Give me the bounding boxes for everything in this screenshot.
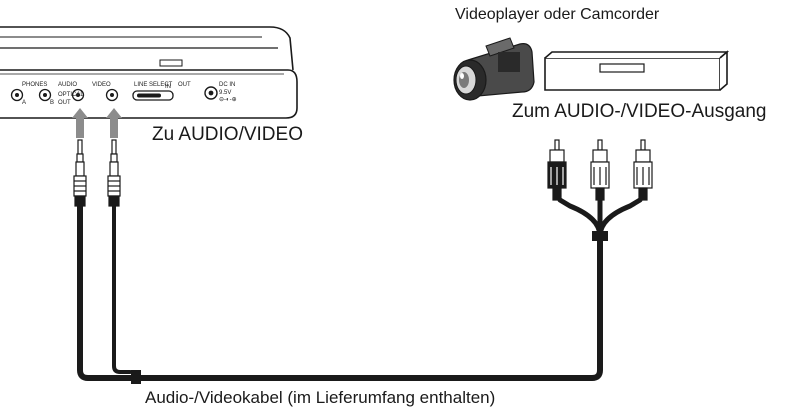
cable-branch-left xyxy=(557,197,603,239)
rca-plug-middle xyxy=(590,139,610,201)
connection-arrows xyxy=(72,108,122,138)
mini-plug-audio xyxy=(73,139,87,207)
rca-plug-right xyxy=(633,139,653,201)
player-lid-outline xyxy=(0,26,294,71)
phones-jack-a-core xyxy=(15,93,19,97)
output-jack-label: Zum AUDIO-/VIDEO-Ausgang xyxy=(512,101,767,122)
phones-label: PHONES xyxy=(22,82,47,88)
optical-out-label: OUT xyxy=(58,100,71,106)
cable-branch-right xyxy=(597,197,643,239)
voltage-label: 9.5V xyxy=(219,90,231,96)
input-jack-label: Zu AUDIO/VIDEO xyxy=(152,124,303,145)
audio-jack-core xyxy=(76,93,80,97)
phones-b-label: B xyxy=(50,100,54,106)
cable-splitter xyxy=(592,231,608,241)
dc-in-jack-core xyxy=(208,90,214,96)
video-jack-core xyxy=(110,93,114,97)
phones-jack-b-core xyxy=(43,93,47,97)
dc-in-label: DC IN xyxy=(219,82,235,88)
line-select-label: LINE SELECT xyxy=(134,82,173,88)
video-label: VIDEO xyxy=(92,82,111,88)
jack-panel: PHONES A B AUDIO OPTICAL OUT VIDEO LINE … xyxy=(10,82,237,106)
arrow-video-icon xyxy=(106,108,122,138)
rca-plug-left xyxy=(547,139,567,201)
mini-plug-video xyxy=(107,139,121,207)
line-out-label: OUT xyxy=(178,82,191,88)
portable-player xyxy=(0,26,298,119)
video-player-icon xyxy=(544,50,730,91)
polarity-symbol: ⊖-◐-⊕ xyxy=(219,97,237,103)
line-select-knob xyxy=(137,93,161,98)
phones-a-label: A xyxy=(22,100,26,106)
camcorder-icon xyxy=(453,37,535,101)
optical-label: OPTICAL xyxy=(58,92,84,98)
audio-label: AUDIO xyxy=(58,82,77,88)
cable-clip xyxy=(131,370,141,384)
av-cable xyxy=(77,197,643,381)
source-device-label: Videoplayer oder Camcorder xyxy=(455,6,660,23)
cable-outer xyxy=(77,203,603,381)
player-latch xyxy=(159,59,183,67)
line-in-label: IN xyxy=(165,84,171,90)
player-body-outline xyxy=(0,69,298,119)
cable-inner xyxy=(112,204,132,374)
arrow-audio-icon xyxy=(72,108,88,138)
cable-label: Audio-/Videokabel (im Lieferumfang entha… xyxy=(145,388,496,407)
